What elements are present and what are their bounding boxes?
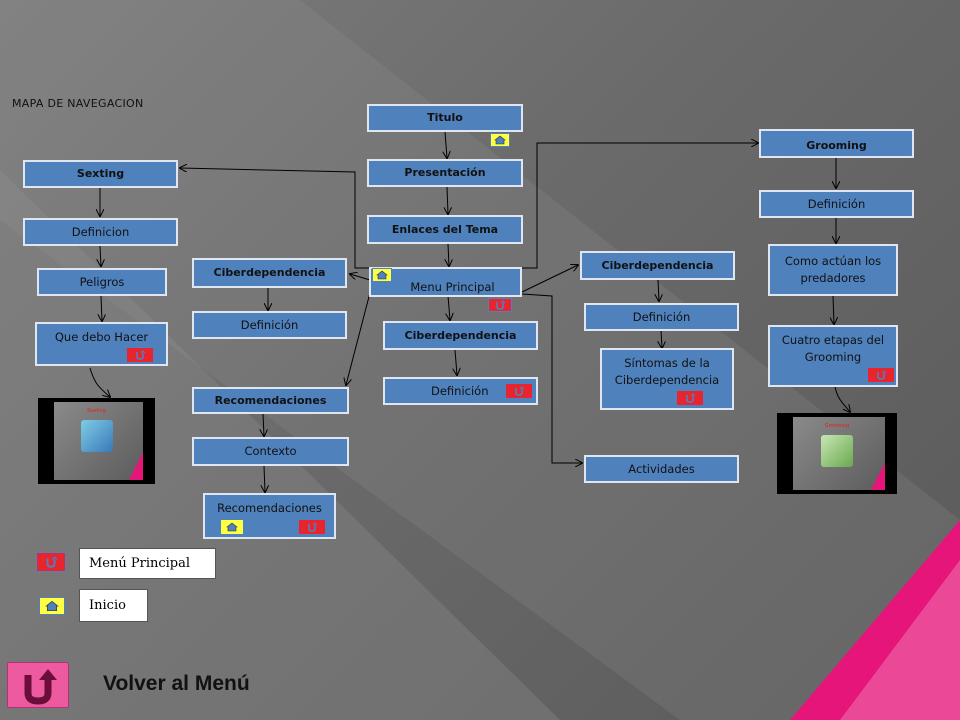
box-actividades-label: Actividades <box>628 461 695 476</box>
grooming-thumb-title: Grooming <box>824 423 850 429</box>
box-recomendaciones-final-label: Recomendaciones <box>217 501 322 515</box>
box-sexting[interactable]: Sexting <box>23 160 178 188</box>
legend-inicio-label: Inicio <box>89 598 126 613</box>
back-to-menu-label[interactable]: Volver al Menú <box>103 672 250 695</box>
box-menu-label: Menu Principal <box>410 280 495 294</box>
box-contexto-label: Contexto <box>244 444 297 459</box>
box-que-debo-hacer-label: Que debo Hacer <box>54 330 149 344</box>
box-menu-principal[interactable]: Menu Principal <box>369 267 522 297</box>
box-peligros-label: Peligros <box>79 274 125 289</box>
return-menu-icon[interactable] <box>488 298 512 312</box>
box-definicion-sexting-label: Definicion <box>71 224 130 239</box>
u-turn-arrow-icon <box>24 669 57 705</box>
box-presentacion[interactable]: Presentación <box>367 159 523 187</box>
page-title: MAPA DE NAVEGACION <box>12 97 144 110</box>
box-ciber-center-label: Ciberdependencia <box>404 328 517 342</box>
box-como-actuan-label: Como actúan los predadores <box>784 254 882 285</box>
box-actividades[interactable]: Actividades <box>584 455 739 483</box>
box-grooming-label: Grooming <box>806 139 867 153</box>
box-definicion-grooming[interactable]: Definición <box>759 190 914 218</box>
box-enlaces-label: Enlaces del Tema <box>391 222 499 236</box>
sexting-thumb-image <box>80 420 113 452</box>
box-definicion-sexting[interactable]: Definicion <box>23 218 178 246</box>
box-definicion-right-label: Definición <box>632 309 691 324</box>
box-sexting-label: Sexting <box>76 167 125 181</box>
box-titulo-label: Titulo <box>427 111 463 125</box>
home-icon[interactable] <box>220 519 244 535</box>
legend-inicio: Inicio <box>79 589 148 622</box>
box-ciber-right-label: Ciberdependencia <box>601 258 714 272</box>
return-menu-icon[interactable] <box>505 383 533 399</box>
return-menu-icon[interactable] <box>126 347 154 363</box>
home-icon[interactable] <box>490 133 510 147</box>
back-to-menu-button[interactable] <box>7 662 69 708</box>
box-recomendaciones-label: Recomendaciones <box>214 393 327 407</box>
home-icon[interactable] <box>372 268 392 282</box>
box-definicion-left-label: Definición <box>240 317 299 332</box>
box-ciberdependencia-left[interactable]: Ciberdependencia <box>192 258 347 288</box>
box-definicion-left[interactable]: Definición <box>192 311 347 339</box>
box-como-actuan[interactable]: Como actúan los predadores <box>768 244 898 296</box>
return-menu-icon[interactable] <box>676 390 704 406</box>
box-contexto[interactable]: Contexto <box>192 437 349 466</box>
box-definicion-right[interactable]: Definición <box>584 303 739 331</box>
sexting-slide-thumbnail[interactable]: Sexting <box>38 398 155 484</box>
box-definicion-grooming-label: Definición <box>807 196 866 211</box>
grooming-thumb-image <box>821 435 853 467</box>
legend-menu-principal: Menú Principal <box>79 548 216 579</box>
box-enlaces[interactable]: Enlaces del Tema <box>367 215 523 244</box>
sexting-thumb-title: Sexting <box>87 408 106 414</box>
box-ciberdependencia-center[interactable]: Ciberdependencia <box>383 321 538 350</box>
box-definicion-center-label: Definición <box>431 383 489 398</box>
box-grooming[interactable]: Grooming <box>759 129 914 158</box>
box-peligros[interactable]: Peligros <box>37 268 167 296</box>
box-ciberdependencia-right[interactable]: Ciberdependencia <box>580 251 735 280</box>
box-recomendaciones[interactable]: Recomendaciones <box>192 387 349 414</box>
box-sintomas-label: Síntomas de la Ciberdependencia <box>614 356 720 387</box>
box-cuatro-etapas-label: Cuatro etapas del Grooming <box>781 333 885 364</box>
return-menu-icon <box>36 552 66 572</box>
box-titulo[interactable]: Titulo <box>367 104 523 132</box>
grooming-slide-thumbnail[interactable]: Grooming <box>777 413 897 494</box>
box-sintomas[interactable]: Síntomas de la Ciberdependencia <box>600 348 734 410</box>
return-menu-icon[interactable] <box>298 519 326 535</box>
return-menu-icon[interactable] <box>867 367 895 383</box>
home-icon <box>39 597 65 615</box>
box-presentacion-label: Presentación <box>404 166 486 180</box>
box-ciber-left-label: Ciberdependencia <box>213 266 326 280</box>
legend-menu-label: Menú Principal <box>89 556 191 571</box>
